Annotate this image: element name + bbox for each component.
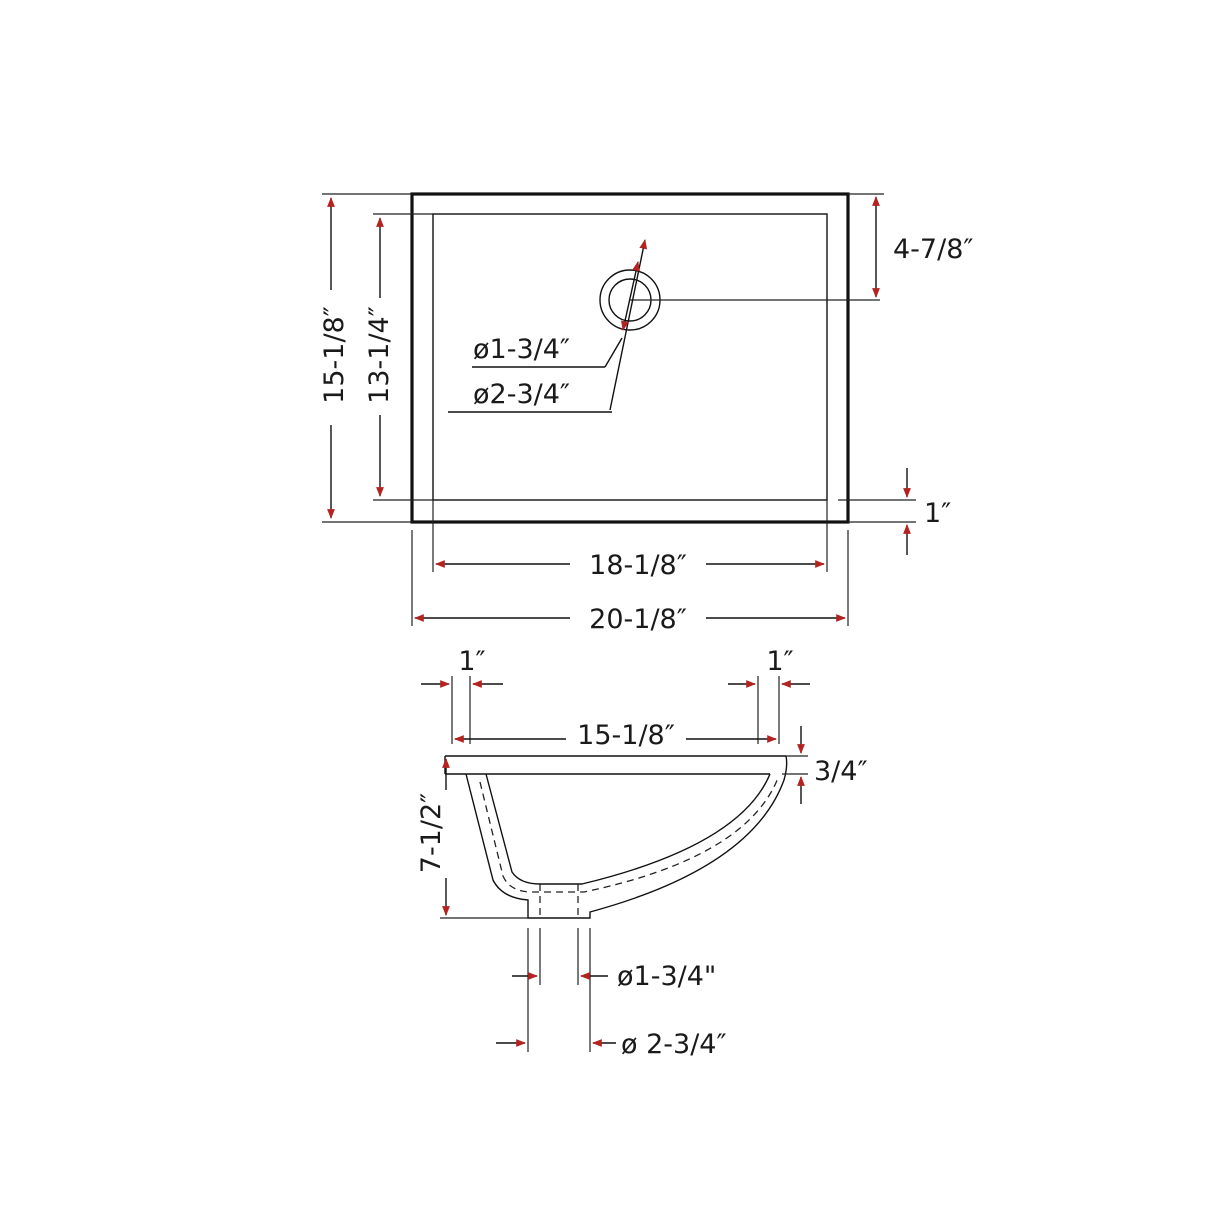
rim-thickness-label: 3/4″	[814, 756, 868, 787]
top-view: ø1-3/4″ ø2-3/4″ 15-1/8″ 13-1/4″ 4-7/8″ 1…	[319, 192, 973, 635]
drain-outer-diameter-label: ø2-3/4″	[473, 379, 570, 410]
basin-depth-label: 13-1/4″	[364, 306, 395, 404]
front-rim-label: 1″	[924, 498, 951, 529]
drain-inner-leader-1	[621, 261, 640, 331]
right-rim-label: 1″	[766, 646, 793, 677]
overall-width-label: 20-1/8″	[589, 604, 687, 635]
inner-dia-label-leader-2	[604, 337, 623, 368]
top-opening-label: 15-1/8″	[577, 720, 675, 751]
bowl-hidden-line	[479, 777, 779, 893]
drain-offset-label: 4-7/8″	[893, 234, 973, 265]
drain-diameter-leader	[609, 239, 648, 411]
outlet-outer-diameter-label: ø 2-3/4″	[621, 1029, 727, 1060]
bowl-inner-wall	[485, 773, 771, 885]
section-view: 1″ 1″ 15-1/8″ 3/4″ 7-1/2″ ø1-3/4"	[416, 646, 868, 1060]
left-rim-label: 1″	[458, 646, 485, 677]
overall-depth-label: 15-1/8″	[319, 306, 350, 404]
sink-outer-outline	[410, 192, 850, 524]
basin-width-label: 18-1/8″	[589, 550, 687, 581]
bowl-outer-wall	[465, 755, 788, 919]
basin-inner-outline	[432, 213, 828, 501]
outlet-inner-diameter-label: ø1-3/4"	[617, 961, 716, 992]
bowl-depth-label: 7-1/2″	[416, 793, 447, 873]
drain-inner-diameter-label: ø1-3/4″	[473, 334, 570, 365]
